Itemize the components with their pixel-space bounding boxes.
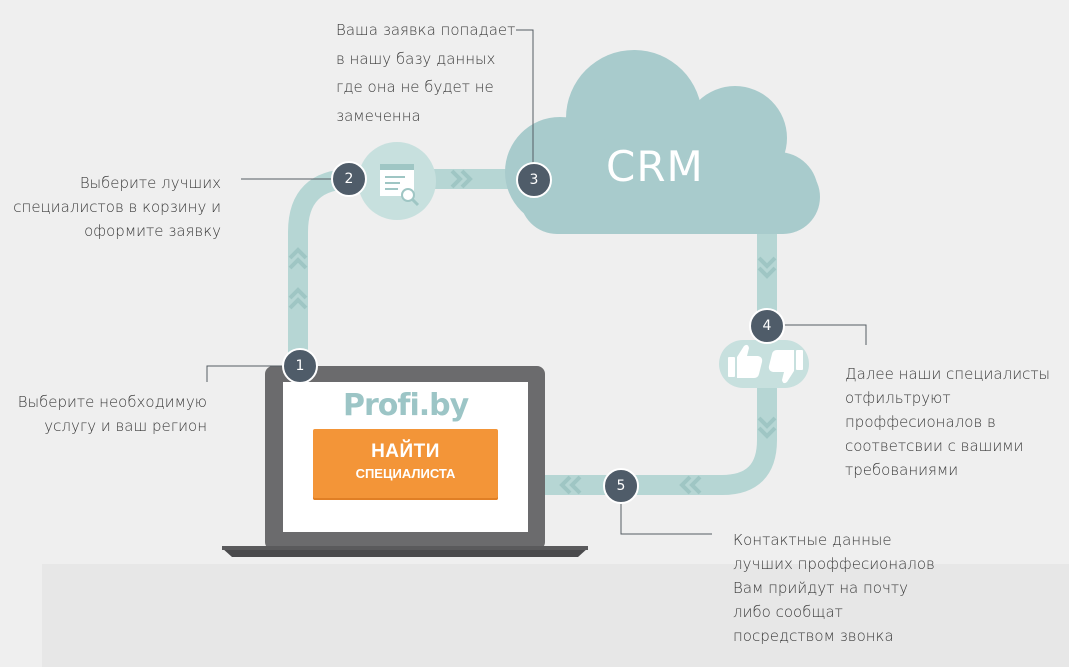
caption-line: Вам прийдут на почту bbox=[733, 579, 908, 597]
caption-line: отфильтруют bbox=[845, 389, 951, 407]
thumbs-down-icon bbox=[768, 350, 803, 384]
crm-label: CRM bbox=[606, 142, 704, 191]
step-1-caption: Выберите необходимую услугу и ваш регион bbox=[18, 390, 207, 438]
caption-line: Ваша заявка попадает bbox=[336, 21, 516, 39]
chevron-arrow-icon bbox=[450, 169, 473, 189]
caption-line: где она не будет не bbox=[336, 78, 494, 96]
caption-line: замеченна bbox=[336, 106, 421, 125]
caption-line: Выберите лучших bbox=[79, 174, 221, 192]
caption-line: специалистов в корзину и bbox=[13, 198, 221, 216]
crm-cloud bbox=[505, 50, 820, 234]
caption-line: оформите заявку bbox=[84, 222, 221, 240]
process-track-return bbox=[540, 220, 777, 495]
bottom-band bbox=[42, 564, 1069, 667]
caption-line: Выберите необходимую bbox=[17, 393, 207, 411]
chevron-arrow-icon bbox=[559, 475, 702, 495]
step-3-caption: Ваша заявка попадает в нашу базу данных … bbox=[336, 16, 515, 130]
find-button-line2: СПЕЦИАЛИСТА bbox=[355, 466, 456, 481]
caption-line: в нашу базу данных bbox=[336, 49, 496, 68]
chevron-arrow-icon bbox=[757, 256, 777, 439]
thumbs-up-icon bbox=[728, 344, 763, 378]
chevron-arrow-icon bbox=[288, 247, 308, 310]
caption-line: Контактные данные bbox=[733, 531, 892, 549]
step-4-caption: Далее наши специалисты отфильтруют профф… bbox=[845, 362, 1050, 482]
step-2-badge: 2 bbox=[331, 161, 367, 197]
caption-line: требованиями bbox=[845, 461, 959, 479]
step-5-caption: Контактные данные лучших проффесионалов … bbox=[733, 528, 935, 648]
list-search-icon bbox=[380, 164, 420, 207]
leader-lines bbox=[206, 29, 867, 535]
caption-line: либо сообщат bbox=[733, 603, 843, 621]
step-4-badge: 4 bbox=[749, 308, 785, 344]
find-specialist-button[interactable]: НАЙТИ СПЕЦИАЛИСТА bbox=[313, 429, 498, 500]
caption-line: посредством звонка bbox=[733, 627, 894, 645]
caption-line: соответсвии с вашими bbox=[845, 437, 1024, 455]
step-1-badge: 1 bbox=[282, 348, 318, 384]
caption-line: Далее наши специалисты bbox=[845, 365, 1051, 383]
find-button-line1: НАЙТИ bbox=[371, 441, 440, 462]
step-3-badge: 3 bbox=[516, 162, 552, 198]
caption-line: лучших проффесионалов bbox=[733, 555, 935, 573]
step-5-badge: 5 bbox=[603, 468, 639, 504]
profi-logo: Profi.by bbox=[343, 388, 469, 423]
caption-line: проффесионалов в bbox=[845, 413, 996, 431]
step-2-caption: Выберите лучших специалистов в корзину и… bbox=[13, 171, 221, 243]
caption-line: услугу и ваш регион bbox=[44, 417, 207, 435]
